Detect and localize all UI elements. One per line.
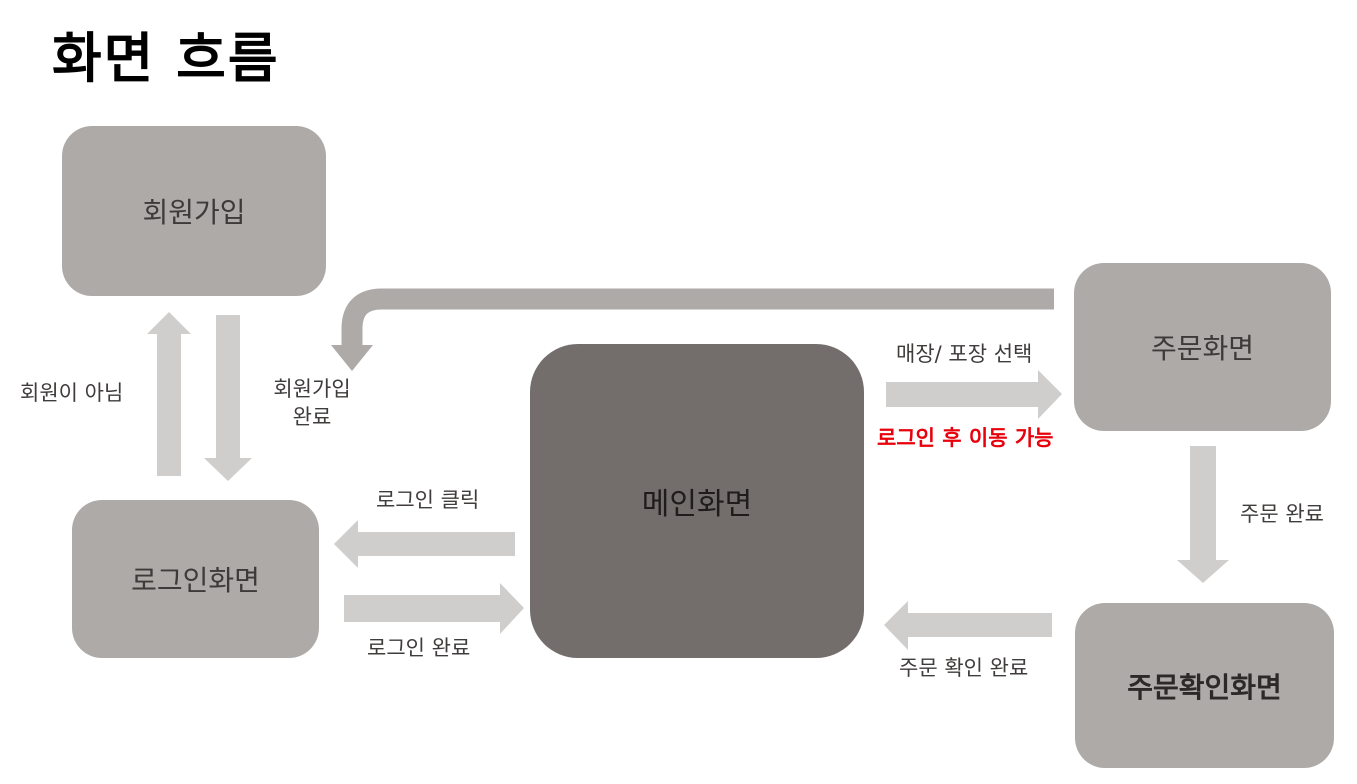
arrow-login-to-main [344,583,524,634]
arrow-main-to-login [334,520,515,568]
label-signup-complete-line2: 완료 [292,405,332,429]
label-order-complete: 주문 완료 [1240,502,1324,526]
arrow-order-to-confirm [1177,446,1229,583]
arrow-login-to-signup [147,312,191,476]
label-after-login-only: 로그인 후 이동 가능 [877,426,1054,450]
node-order: 주문화면 [1074,263,1331,431]
label-order-confirm-complete: 주문 확인 완료 [899,656,1029,680]
label-signup-complete-line1: 회원가입 [273,377,351,401]
label-not-member: 회원이 아님 [20,381,124,405]
label-store-pack-select: 매장/ 포장 선택 [896,342,1033,366]
label-login-click: 로그인 클릭 [376,488,480,512]
label-login-complete: 로그인 완료 [367,636,471,660]
arrow-confirm-to-main [884,601,1052,650]
page-title: 화면 흐름 [52,27,280,90]
node-order-confirm: 주문확인화면 [1075,603,1334,768]
node-login: 로그인화면 [72,500,319,658]
label-signup-complete: 회원가입 완료 [266,375,358,431]
arrow-order-to-login [341,288,1054,345]
arrow-order-to-login-head [331,345,373,371]
arrow-main-to-order [886,370,1062,419]
arrow-signup-to-login [204,315,252,481]
node-signup: 회원가입 [62,126,326,296]
node-main: 메인화면 [530,344,864,658]
